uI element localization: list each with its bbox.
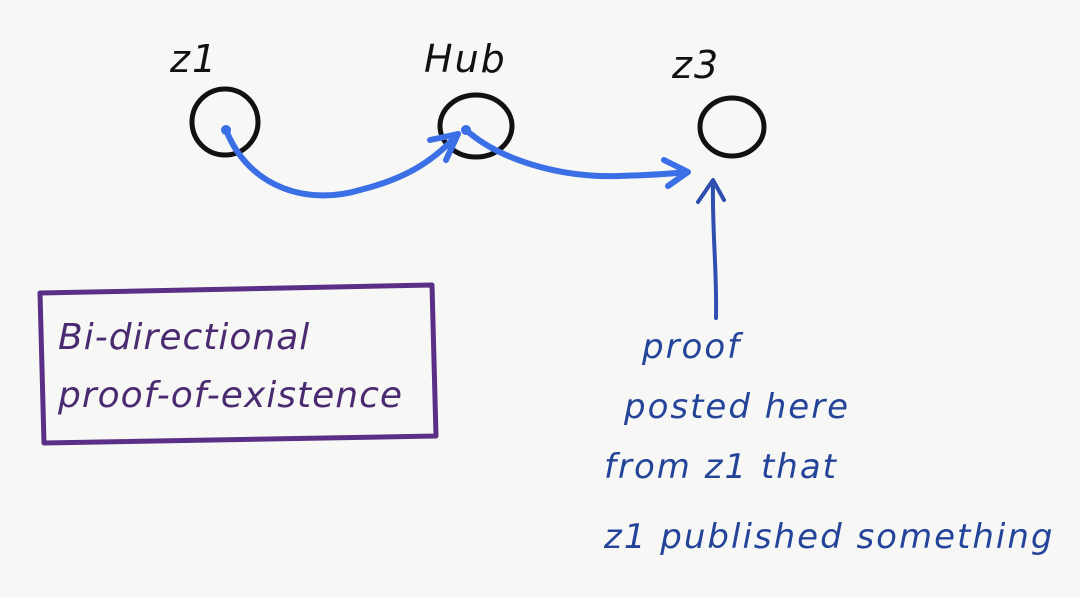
- note-text-line-4: z1 published something: [604, 517, 1055, 557]
- arrow-z1-to-hub-origin-dot: [221, 125, 231, 135]
- arrow-note-to-z3: [710, 180, 719, 320]
- node-z3-circle: [697, 95, 767, 159]
- box-text-line-1: Bi-directional: [58, 317, 311, 358]
- arrow-hub-to-z3: [463, 127, 689, 180]
- note-text-line-2: posted here: [624, 387, 851, 427]
- arrow-hub-to-z3-origin-dot: [461, 125, 471, 135]
- arrow-note-to-z3-head: [696, 178, 726, 204]
- node-hub-circle: [437, 92, 515, 160]
- node-z3-label: z3: [672, 43, 721, 87]
- existence-box: [37, 282, 439, 446]
- box-text-line-2: proof-of-existence: [58, 375, 404, 416]
- arrow-z1-to-hub-head: [427, 131, 461, 163]
- arrow-z1-to-hub: [223, 127, 461, 199]
- node-z1-circle: [189, 86, 261, 158]
- arrow-hub-to-z3-head: [661, 157, 691, 189]
- node-hub-label: Hub: [424, 37, 507, 81]
- note-text-line-3: from z1 that: [604, 447, 839, 487]
- note-text-line-1: proof: [642, 327, 742, 367]
- node-z1-label: z1: [170, 37, 219, 81]
